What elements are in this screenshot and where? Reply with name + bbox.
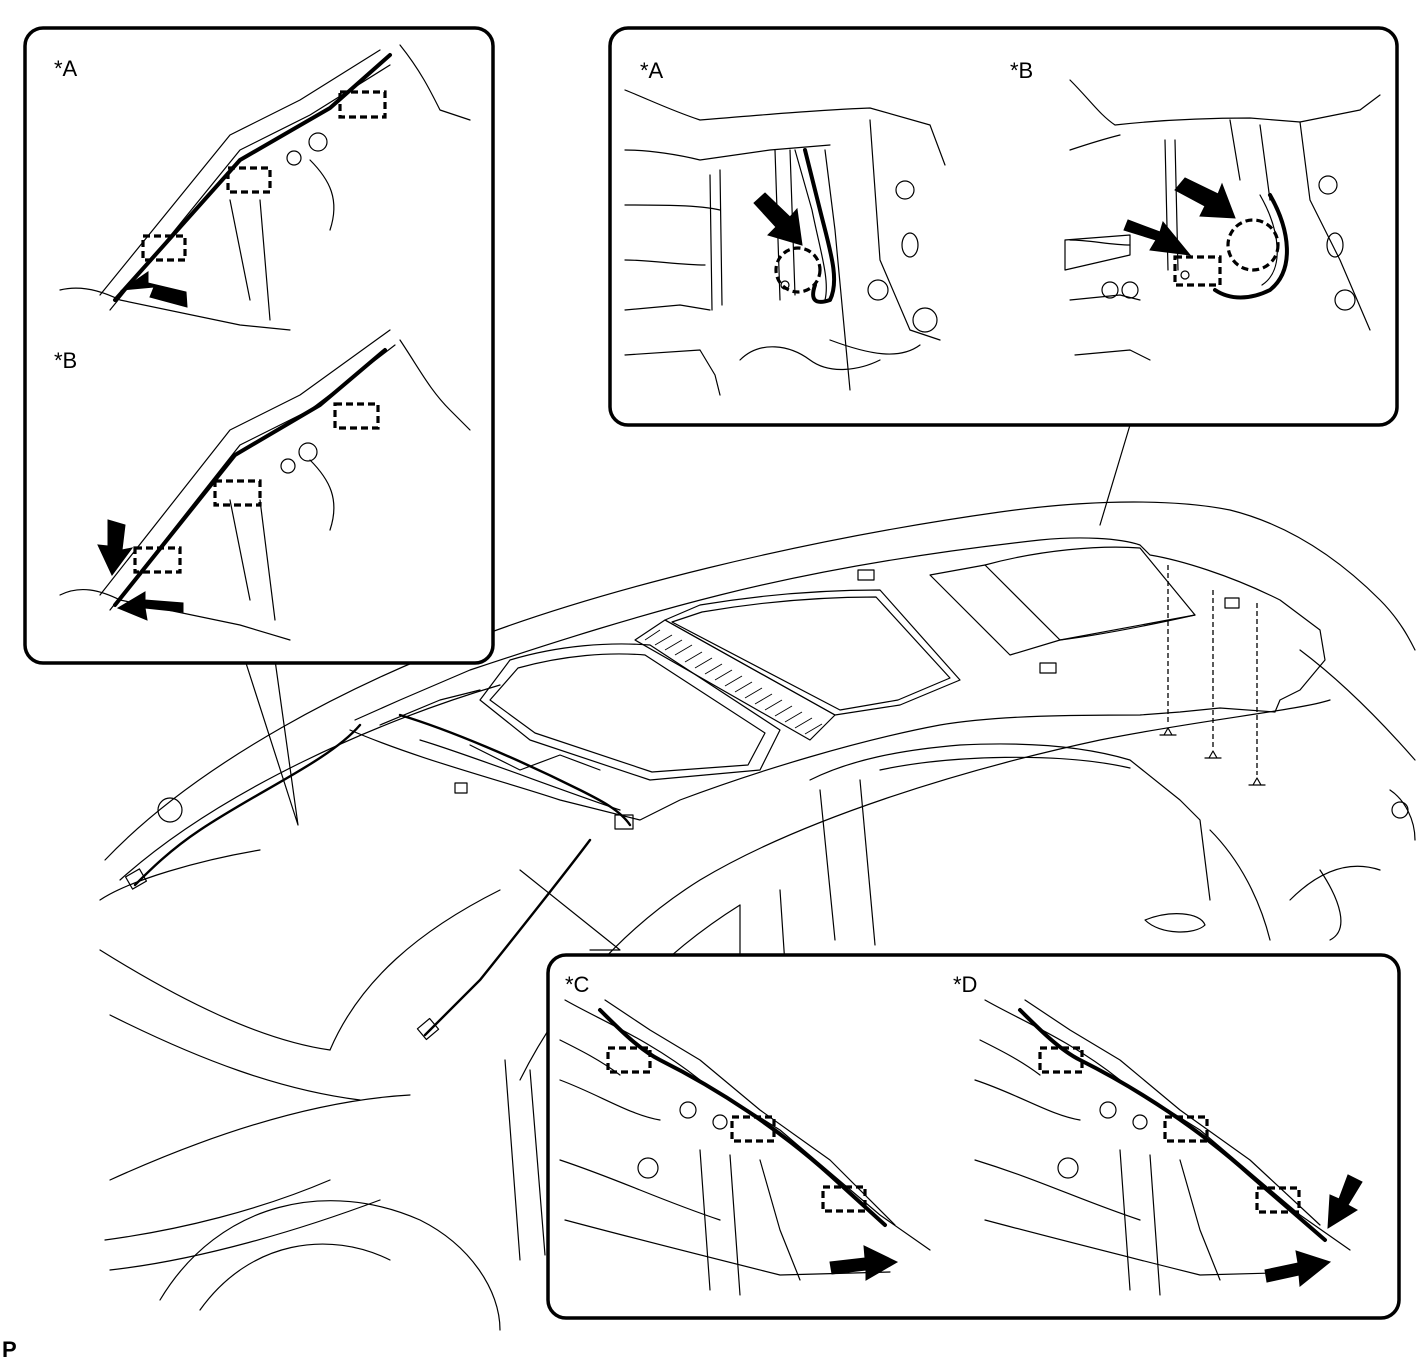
roof-headliner	[124, 537, 1326, 1041]
inset-detail-d: *D	[953, 972, 1363, 1296]
arrow-icon	[829, 1245, 899, 1281]
inset-detail-b-rear: *B	[1010, 58, 1381, 361]
label-br-d: *D	[953, 972, 977, 997]
label-tl-b: *B	[54, 348, 77, 373]
arrow-icon	[1123, 219, 1192, 256]
arrow-icon	[97, 519, 134, 576]
inset-detail-c: *C	[559, 972, 931, 1296]
arrow-icon	[1264, 1250, 1332, 1287]
label-tr-a: *A	[640, 58, 664, 83]
figure-code: P	[2, 1337, 17, 1361]
inset-panel-front-pillar: *A *B	[23, 26, 495, 665]
inset-panel-rear-quarter: *C *D	[546, 953, 1401, 1320]
headliner-clips	[1159, 565, 1266, 786]
label-tl-a: *A	[54, 56, 78, 81]
label-tr-b: *B	[1010, 58, 1033, 83]
inset-detail-b: *B	[54, 329, 471, 641]
label-br-c: *C	[565, 972, 590, 997]
inset-detail-a: *A	[54, 44, 471, 331]
arrow-icon	[1174, 177, 1236, 219]
arrow-icon	[120, 271, 188, 308]
arrow-icon	[1327, 1174, 1363, 1229]
arrow-icon	[753, 192, 803, 246]
inset-panel-rear-pillar: *A *B	[608, 26, 1399, 427]
inset-detail-a-rear: *A	[624, 58, 946, 396]
arrow-icon	[116, 591, 184, 621]
